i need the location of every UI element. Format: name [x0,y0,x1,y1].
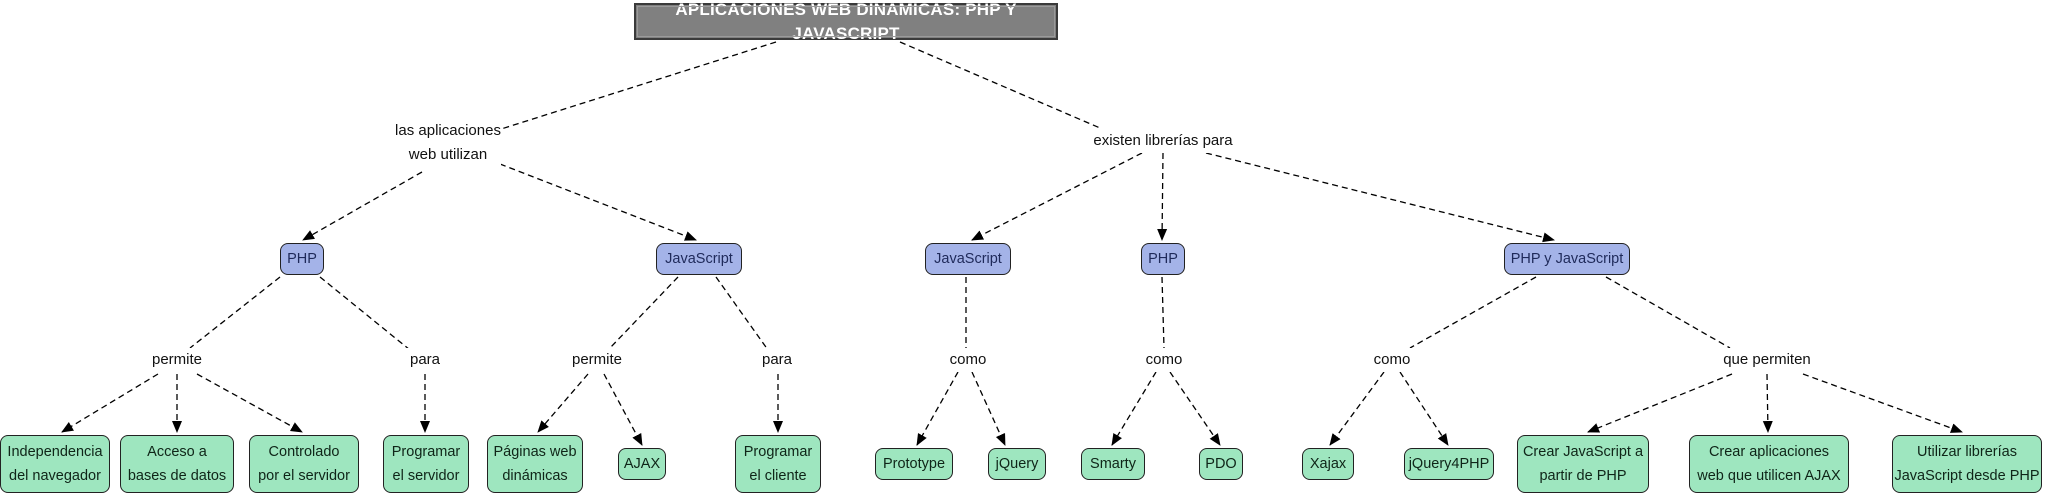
concept-lib-php: PHP [1141,243,1185,275]
leaf-controlado-servidor: Controlado por el servidor [249,435,359,493]
connector-root-to-aplicaciones [497,41,777,131]
connector-como-to-prototype [916,371,959,446]
connector-aplicaciones-to-php [302,171,423,241]
leaf-smarty: Smarty [1081,448,1145,480]
connector-permite-to-controlado [196,373,303,433]
concept-javascript: JavaScript [656,243,742,275]
linking-phrase-lib-js-como: como [944,348,992,372]
linking-phrase-js-para: para [758,348,796,372]
connector-librerias-to-lib-phpjs [1205,152,1555,243]
connector-javascript-to-para [715,276,769,351]
connector-php-to-permite [189,276,281,349]
connector-permiten-to-crear-js [1587,373,1733,433]
connector-como-to-pdo [1169,371,1221,446]
leaf-jquery: jQuery [988,448,1046,480]
linking-phrase-php-para: para [406,348,444,372]
connector-permiten-to-crear-apps [1762,373,1773,433]
leaf-ajax: AJAX [618,448,666,480]
concept-lib-javascript: JavaScript [925,243,1011,275]
connector-librerias-to-lib-js [971,152,1143,241]
connector-permiten-to-utilizar [1802,373,1963,433]
leaf-programar-servidor: Programar el servidor [383,435,469,493]
connector-permite-to-paginas [537,373,589,433]
linking-phrase-php-permite: permite [148,348,206,372]
leaf-programar-cliente: Programar el cliente [735,435,821,493]
connector-como-to-jquery4php [1399,371,1449,446]
linking-phrase-lib-phpjs-como: como [1368,348,1416,372]
connector-aplicaciones-to-javascript [499,163,697,241]
connector-como-to-xajax [1329,371,1385,446]
connector-permite-to-independencia [61,373,159,433]
leaf-crear-aplicaciones: Crear aplicaciones web que utilicen AJAX [1689,435,1849,493]
leaf-crear-javascript: Crear JavaScript a partir de PHP [1517,435,1649,493]
linking-phrase-js-permite: permite [568,348,626,372]
connector-php-to-para [319,276,411,351]
linking-phrase-librerias: existen librerías para [1093,129,1233,153]
leaf-prototype: Prototype [875,448,953,480]
leaf-pdo: PDO [1199,448,1243,480]
leaf-paginas-web-dinamicas: Páginas web dinámicas [487,435,583,493]
connector-javascript-to-permite [609,276,679,349]
connector-como-to-smarty [1111,371,1157,446]
connector-lib-phpjs-to-como [1409,276,1537,349]
connector-permite-to-ajax [603,373,643,446]
leaf-jquery4php: jQuery4PHP [1404,448,1494,480]
connector-como-to-jquery [971,371,1006,446]
concept-lib-php-javascript: PHP y JavaScript [1504,243,1630,275]
leaf-utilizar-librerias: Utilizar librerías JavaScript desde PHP [1892,435,2042,493]
linking-phrase-lib-php-como: como [1140,348,1188,372]
connector-lib-phpjs-to-que-permiten [1605,276,1731,349]
connector-librerias-to-lib-php [1157,152,1168,241]
leaf-xajax: Xajax [1302,448,1354,480]
connector-lib-php-to-como [1161,276,1165,349]
map-title: APLICACIONES WEB DINÁMICAS: PHP Y JAVASC… [634,0,1058,43]
linking-phrase-que-permiten: que permiten [1719,348,1815,372]
leaf-independencia-navegador: Independencia del navegador [0,435,110,493]
concept-php: PHP [280,243,324,275]
linking-phrase-aplicaciones: las aplicaciones web utilizan [395,118,501,168]
connector-root-to-librerias [899,41,1101,129]
leaf-acceso-bases-datos: Acceso a bases de datos [120,435,234,493]
